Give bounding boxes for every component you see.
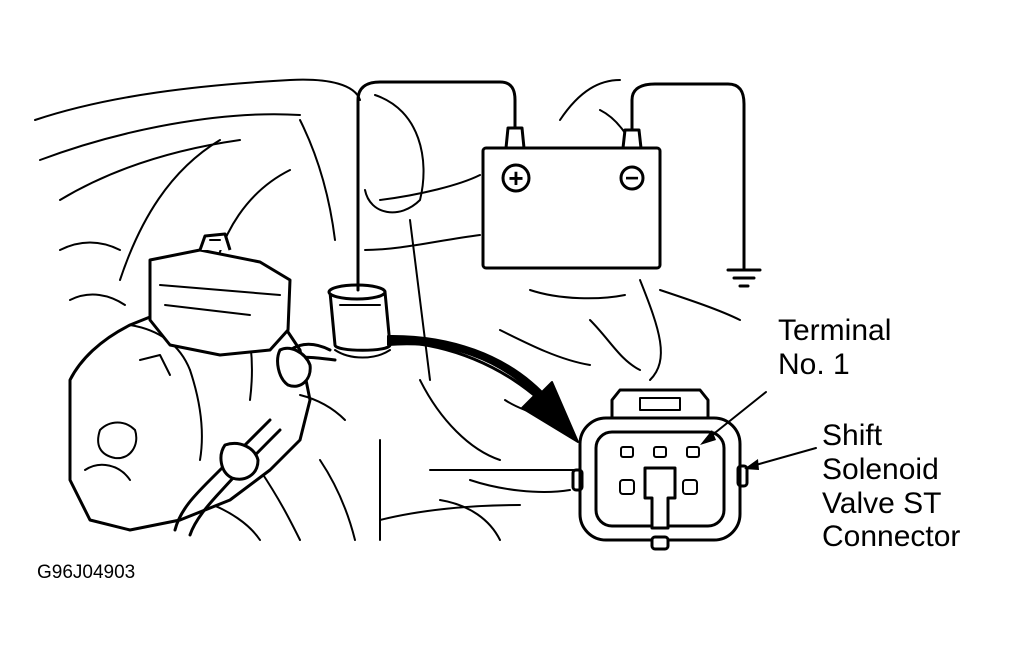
st-connector-pin-6 <box>619 479 635 495</box>
positive-test-lead <box>356 80 517 292</box>
battery-negative-symbol: − <box>625 165 639 192</box>
terminal-no1-label-line2: No. 1 <box>778 348 850 381</box>
wire-harness <box>173 342 346 537</box>
leader-lines <box>700 391 817 470</box>
st-connector-arrowhead <box>744 459 759 470</box>
st-connector-label-line3: Valve ST <box>822 487 942 520</box>
st-connector-pin-2 <box>653 446 667 458</box>
st-connector-leader <box>751 447 817 467</box>
solenoid-connector-on-transmission <box>327 283 392 359</box>
terminal-no1-label-line1: Terminal <box>778 314 891 347</box>
harness-connector-block <box>148 232 292 357</box>
st-connector-pin-1 <box>686 446 700 458</box>
battery-negative-terminal <box>619 165 645 191</box>
battery: + − <box>481 146 662 270</box>
ground-symbol <box>726 268 762 288</box>
st-connector-label-line4: Connector <box>822 520 960 553</box>
test-leads <box>356 80 746 292</box>
st-connector-pin-3 <box>620 446 634 458</box>
st-connector-label-line1: Shift <box>822 419 883 452</box>
terminal-no1-arrowhead <box>700 430 716 445</box>
terminal-no1-leader <box>705 391 767 441</box>
st-connector-pin-4 <box>682 479 698 495</box>
battery-positive-symbol: + <box>508 163 523 193</box>
detail-callout-arrow <box>387 334 579 443</box>
engine-background-sketch <box>34 78 741 541</box>
st-connector-label-line2: Solenoid <box>822 453 939 486</box>
st-connector-detail <box>571 388 749 551</box>
figure-code: G96J04903 <box>37 562 135 583</box>
battery-positive-terminal <box>501 163 531 193</box>
negative-test-lead <box>630 82 746 270</box>
